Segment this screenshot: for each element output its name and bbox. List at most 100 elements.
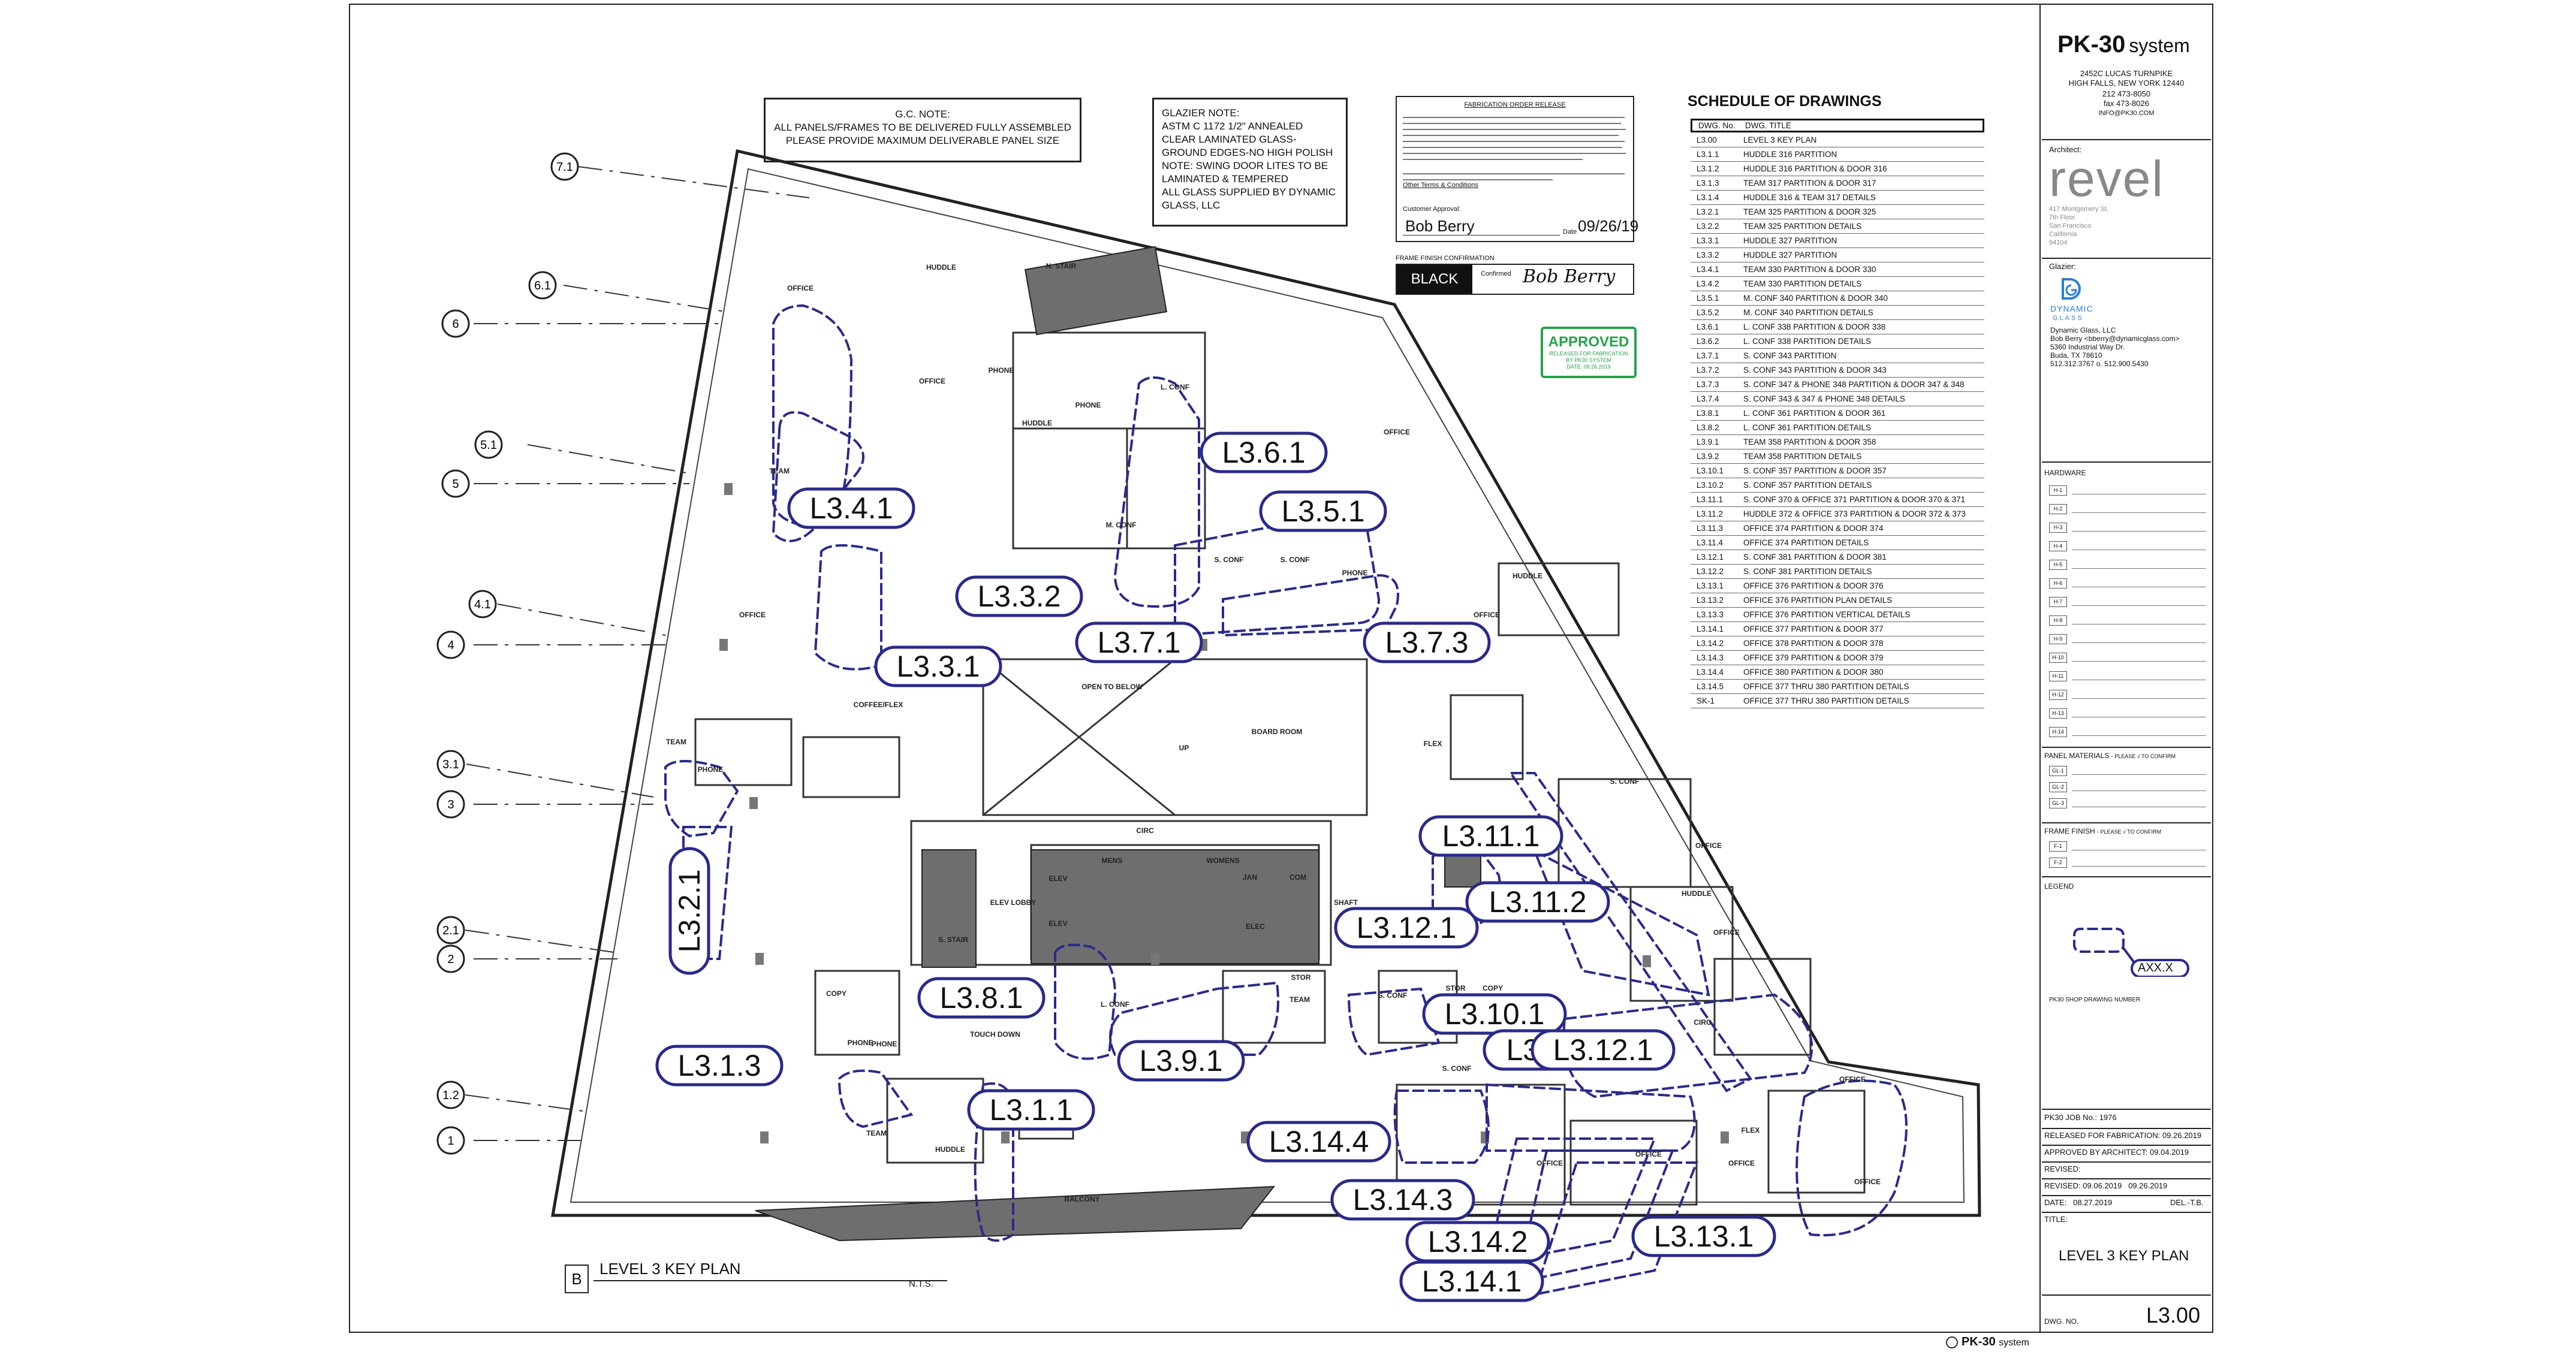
- glazier-note-line-6: ALL GLASS SUPPLIED BY DYNAMIC: [1162, 186, 1336, 198]
- schedule-row: L3.10.2 S. CONF 357 PARTITION DETAILS: [1691, 478, 1984, 493]
- approved-stamp: APPROVED RELEASED FOR FABRICATION BY PK3…: [1541, 327, 1637, 378]
- approved-stamp-line3: DATE: 09.26.2019: [1566, 364, 1611, 370]
- grid-bubble-label: 5.1: [480, 439, 497, 452]
- room-label: L. CONF: [1161, 383, 1189, 391]
- hardware-row: H-5: [2049, 559, 2206, 571]
- room-label: PHONE: [1075, 401, 1101, 409]
- callout-tag: L3.9.1: [1117, 1040, 1245, 1082]
- glazier-label: Glazier:: [2049, 262, 2076, 271]
- glazier-note-box: [1152, 98, 1348, 227]
- schedule-dwg-no: L3.1.4: [1697, 193, 1719, 202]
- schedule-dwg-title: OFFICE 376 PARTITION VERTICAL DETAILS: [1743, 610, 1911, 619]
- schedule-dwg-no: L3.10.1: [1697, 466, 1724, 475]
- room-label: OFFICE: [1536, 1159, 1563, 1167]
- callout-tag-pill: [917, 977, 1046, 1019]
- room-label: S. CONF: [1442, 1064, 1472, 1073]
- glazier-note-line-3: GROUND EDGES-NO HIGH POLISH: [1162, 147, 1333, 158]
- schedule-dwg-title: TEAM 358 PARTITION DETAILS: [1743, 452, 1862, 461]
- room-label: ELEV LOBBY: [990, 898, 1037, 907]
- title-block-divider: [2042, 1178, 2211, 1179]
- grid-bubble: [474, 430, 503, 459]
- grid-bubble: [468, 590, 497, 618]
- room-label: HUDDLE: [935, 1145, 965, 1154]
- schedule-dwg-no: L3.8.2: [1697, 423, 1719, 432]
- gc-note-line1: ALL PANELS/FRAMES TO BE DELIVERED FULLY …: [774, 122, 1071, 133]
- finish-color-label: BLACK: [1411, 271, 1459, 287]
- room-label: S. CONF: [1378, 991, 1408, 1000]
- glazier-line-5: 512.312.3767 o. 512.900.5430: [2050, 360, 2149, 368]
- callout-tag: L3.7.1: [1075, 621, 1203, 663]
- hardware-entry-line: [2072, 735, 2206, 736]
- callout-tag: L3.14.1: [1399, 1260, 1544, 1302]
- callout-tag-label: L3.14.2: [1428, 1225, 1528, 1259]
- callout-tag-label: L3.3.2: [977, 580, 1060, 613]
- callout-tag: L3.13.1: [1631, 1215, 1776, 1257]
- panel-material-code: GL-1: [2049, 766, 2067, 776]
- schedule-dwg-no: L3.12.2: [1697, 567, 1724, 576]
- schedule-dwg-title: S. CONF 357 PARTITION DETAILS: [1743, 481, 1872, 490]
- callout-tag-pill: [1418, 815, 1563, 857]
- schedule-dwg-no: L3.12.1: [1697, 553, 1724, 562]
- grid-bubble-label: 2: [447, 953, 454, 966]
- glazier-note-title: GLAZIER NOTE:: [1162, 107, 1240, 119]
- title-block-divider: [2042, 1109, 2211, 1110]
- callout-tag-label: L3.11.1: [1442, 819, 1539, 853]
- schedule-dwg-title: S. CONF 343 & 347 & PHONE 348 DETAILS: [1743, 394, 1905, 403]
- callout-tag-pill: [787, 487, 915, 529]
- grid-bubble-label: 1: [447, 1134, 454, 1148]
- footer-brand: PK-30 system: [1946, 1335, 2029, 1349]
- pk30-fax: fax 473-8026: [2104, 99, 2149, 108]
- glazier-note-line-7: GLASS, LLC: [1162, 200, 1221, 211]
- schedule-dwg-no: L3.10.2: [1697, 481, 1724, 490]
- schedule-dwg-title: OFFICE 377 THRU 380 PARTITION DETAILS: [1743, 682, 1909, 691]
- title-block-divider: [2042, 139, 2211, 140]
- callout-tag-pill: [655, 1045, 784, 1087]
- hardware-row: H-14: [2049, 726, 2206, 738]
- frame-finish-code: F-2: [2049, 858, 2067, 868]
- release-title: FABRICATION ORDER RELEASE: [1464, 101, 1566, 108]
- architect-label: Architect:: [2049, 145, 2082, 154]
- finish-color-swatch: BLACK: [1397, 265, 1472, 294]
- pk30-brand: PK-30: [2057, 31, 2126, 58]
- schedule-dwg-title: S. CONF 381 PARTITION & DOOR 381: [1743, 553, 1887, 562]
- schedule-dwg-title: HUDDLE 316 PARTITION & DOOR 316: [1743, 164, 1887, 173]
- hardware-code: H-8: [2049, 615, 2067, 626]
- callout-tag-pill: [1246, 1121, 1391, 1163]
- schedule-dwg-title: L. CONF 338 PARTITION DETAILS: [1743, 337, 1872, 346]
- room-label: N. STAIR: [1046, 262, 1077, 270]
- room-label: PHONE: [848, 1039, 873, 1047]
- grid-bubble-label: 2.1: [442, 924, 459, 937]
- glazier-note-line-4: NOTE: SWING DOOR LITES TO BE: [1162, 160, 1328, 171]
- dwg-no: L3.00: [2146, 1303, 2201, 1327]
- plan-title-underline: [593, 1280, 947, 1281]
- callout-tag: L3.6.1: [1200, 431, 1328, 473]
- architect-address-1: 417 Montgomery St.: [2049, 206, 2109, 213]
- glazier-line-4: Buda, TX 78610: [2050, 351, 2102, 360]
- schedule-dwg-title: TEAM 325 PARTITION DETAILS: [1743, 222, 1862, 231]
- schedule-row: L3.12.1 S. CONF 381 PARTITION & DOOR 381: [1691, 550, 1984, 565]
- schedule-dwg-no: L3.9.1: [1697, 437, 1719, 446]
- frame-finish-entry-line: [2072, 866, 2206, 867]
- callout-tag-label: L3.9.1: [1139, 1044, 1222, 1078]
- room-label: BOARD ROOM: [1252, 728, 1303, 736]
- grid-bubble: [441, 309, 470, 338]
- approved-stamp-line1: RELEASED FOR FABRICATION: [1549, 351, 1628, 357]
- hardware-entry-line: [2072, 605, 2206, 606]
- grid-bubble-label: 3: [447, 798, 454, 811]
- room-label: COM: [1289, 873, 1306, 882]
- schedule-dwg-no: L3.3.2: [1697, 251, 1719, 259]
- callout-tag-pill: [1405, 1221, 1550, 1263]
- glazier-line-3: 5360 Industrial Way Dr.: [2050, 343, 2125, 351]
- hardware-code: H-9: [2049, 634, 2067, 644]
- callout-tag-pill: [955, 575, 1083, 617]
- hardware-code: H-5: [2049, 560, 2067, 570]
- dwg-no-label: DWG. NO.: [2044, 1317, 2079, 1326]
- panel-materials-label: PANEL MATERIALS - PLEASE √ TO CONFIRM: [2044, 752, 2176, 761]
